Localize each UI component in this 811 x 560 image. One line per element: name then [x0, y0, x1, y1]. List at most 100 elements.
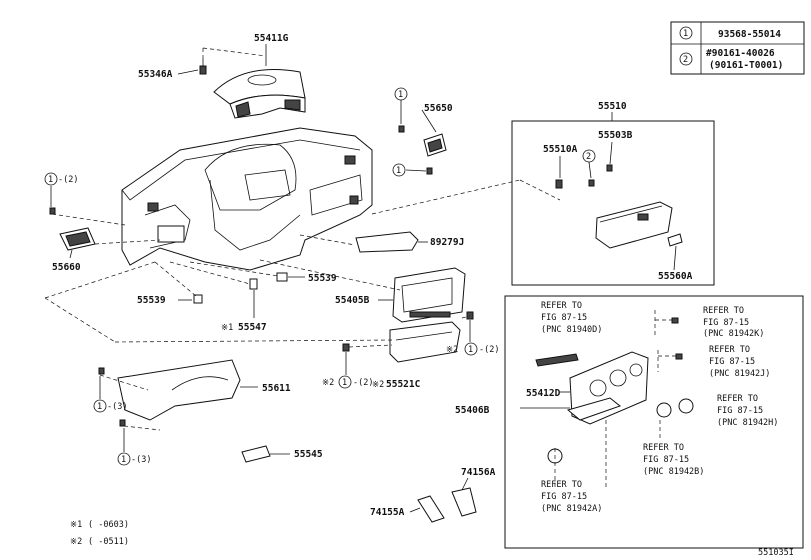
svg-text:-(2): -(2)	[353, 378, 373, 388]
svg-text:1: 1	[468, 345, 473, 355]
glove-box-frame	[511, 120, 715, 286]
svg-text:-(3): -(3)	[131, 455, 151, 465]
part-89279J	[355, 231, 419, 253]
label-55411G: 55411G	[254, 33, 289, 44]
instrument-panel-part	[121, 127, 373, 271]
glove-box-part	[555, 164, 683, 249]
knob-81942H-b	[678, 398, 694, 414]
label-55650: 55650	[424, 103, 453, 114]
label-55405B: 55405B	[335, 295, 370, 306]
label-55510: 55510	[598, 101, 627, 112]
svg-text:(PNC 81942B): (PNC 81942B)	[643, 467, 704, 477]
legend-part-2b: (90161-T0001)	[709, 60, 783, 71]
register-55660	[49, 207, 96, 251]
svg-text:※2: ※2	[446, 345, 458, 355]
clip-55346A	[199, 58, 207, 75]
svg-text:(PNC 81942J): (PNC 81942J)	[709, 369, 770, 379]
svg-text:FIG 87-15: FIG 87-15	[541, 313, 587, 323]
knob-81942H-a	[656, 402, 672, 418]
diagram-id: 551035I	[758, 548, 794, 558]
screw-55650-a	[398, 125, 405, 133]
svg-text:(PNC 81942A): (PNC 81942A)	[541, 504, 602, 514]
meter-hood-part	[213, 69, 306, 119]
label-74156A: 74156A	[461, 467, 496, 478]
svg-text:(PNC 81942H): (PNC 81942H)	[717, 418, 778, 428]
svg-text:(PNC 81940D): (PNC 81940D)	[541, 325, 602, 335]
callout-55611-a: 1 -(3)	[93, 376, 127, 413]
refer-note-81942B: REFER TO FIG 87-15 (PNC 81942B)	[643, 443, 704, 477]
part-55539-b	[193, 294, 203, 304]
clip-81942J	[675, 353, 683, 360]
footnote-2-text: ( -0511)	[88, 537, 129, 547]
part-55545	[241, 445, 271, 463]
svg-text:1: 1	[48, 175, 53, 185]
callout-55650-top: 1	[394, 87, 408, 101]
screw-55650-b	[426, 167, 433, 175]
svg-text:REFER TO: REFER TO	[643, 443, 684, 453]
label-55539-a: 55539	[308, 273, 337, 284]
label-55611: 55611	[262, 383, 291, 394]
callout-55405B-right: ※2 1 -(2)	[446, 320, 499, 356]
legend-marker-1: 1	[683, 29, 688, 39]
svg-text:-(3): -(3)	[107, 402, 127, 412]
box-55521C	[342, 311, 474, 363]
svg-text:REFER TO: REFER TO	[541, 480, 582, 490]
footnote-1-mark: ※1	[70, 520, 82, 530]
callout-55611-b: 1 -(3)	[117, 428, 151, 466]
svg-text:FIG 87-15: FIG 87-15	[541, 492, 587, 502]
part-55547	[249, 278, 258, 290]
footnote-2-mark: ※2	[70, 537, 82, 547]
svg-text:FIG 87-15: FIG 87-15	[703, 318, 749, 328]
refer-note-81942J: REFER TO FIG 87-15 (PNC 81942J)	[709, 345, 770, 379]
label-55346A: 55346A	[138, 69, 173, 80]
callout-55521C-mark: ※2	[372, 380, 384, 390]
svg-text:REFER TO: REFER TO	[717, 394, 758, 404]
svg-text:2: 2	[586, 152, 591, 162]
svg-text:1: 1	[342, 378, 347, 388]
leader-lines	[44, 44, 677, 513]
label-55503B: 55503B	[598, 130, 633, 141]
svg-text:1: 1	[396, 166, 401, 176]
label-55660: 55660	[52, 262, 81, 273]
legend-part-2a: #90161-40026	[706, 48, 775, 59]
callout-55510-2: 2	[582, 149, 596, 163]
legend-part-1: 93568-55014	[718, 29, 781, 40]
center-bezel-55405B	[392, 267, 466, 323]
part-55539-a	[276, 272, 288, 282]
svg-text:FIG 87-15: FIG 87-15	[643, 455, 689, 465]
svg-text:FIG 87-15: FIG 87-15	[709, 357, 755, 367]
label-55412D: 55412D	[526, 388, 561, 399]
svg-text:1: 1	[97, 402, 102, 412]
svg-text:-(2): -(2)	[58, 175, 78, 185]
footnote-1-text: ( -0603)	[88, 520, 129, 530]
label-55406B: 55406B	[455, 405, 490, 416]
callout-55547-mark: ※1	[221, 323, 233, 333]
svg-text:※2: ※2	[322, 378, 334, 388]
svg-text:FIG 87-15: FIG 87-15	[717, 406, 763, 416]
label-55539-b: 55539	[137, 295, 166, 306]
refer-note-81940D: REFER TO FIG 87-15 (PNC 81940D)	[541, 301, 602, 335]
legend-marker-2: 2	[683, 55, 688, 65]
svg-text:REFER TO: REFER TO	[709, 345, 750, 355]
label-55547: 55547	[238, 322, 267, 333]
center-cluster-55412D	[535, 351, 649, 425]
label-74155A: 74155A	[370, 507, 405, 518]
label-55521C: 55521C	[386, 379, 421, 390]
callout-55660: 1 -(2)	[44, 172, 78, 207]
lower-panel-55611	[98, 359, 241, 427]
svg-text:1: 1	[398, 90, 403, 100]
refer-note-81942A: REFER TO FIG 87-15 (PNC 81942A)	[541, 480, 602, 514]
register-55650	[423, 133, 447, 157]
svg-text:-(2): -(2)	[479, 345, 499, 355]
label-55510A: 55510A	[543, 144, 578, 155]
svg-text:1: 1	[121, 455, 126, 465]
refer-note-81942H: REFER TO FIG 87-15 (PNC 81942H)	[717, 394, 778, 428]
callout-55650-side: 1	[392, 163, 406, 177]
svg-text:REFER TO: REFER TO	[541, 301, 582, 311]
center-cluster-frame	[504, 295, 804, 549]
part-74155A	[417, 495, 445, 523]
label-55545: 55545	[294, 449, 323, 460]
label-89279J: 89279J	[430, 237, 464, 248]
refer-note-81942K: REFER TO FIG 87-15 (PNC 81942K)	[703, 306, 764, 339]
